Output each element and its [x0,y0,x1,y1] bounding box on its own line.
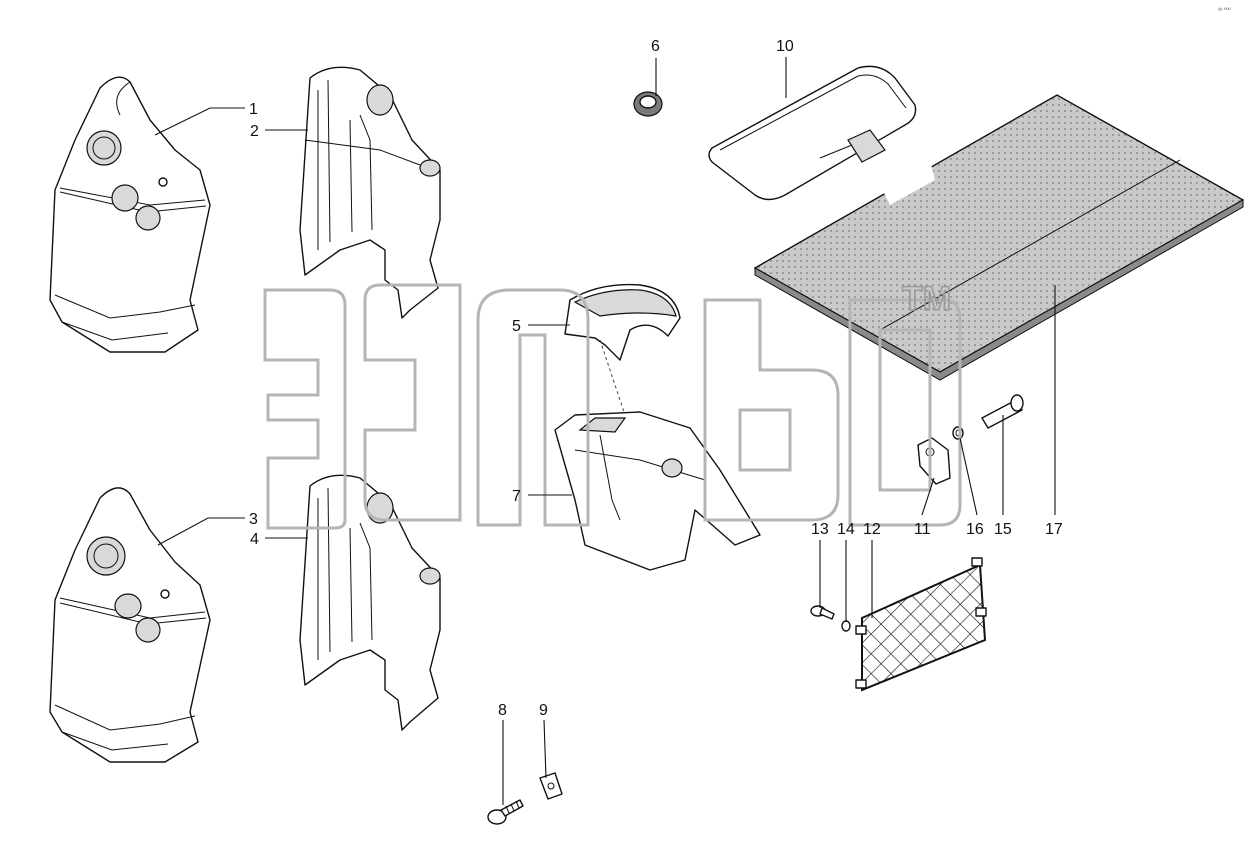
callout-17: 17 [1045,521,1063,538]
callout-2: 2 [250,123,259,140]
leader-16 [959,437,978,516]
part-4-side-panel [299,474,441,731]
callout-15: 15 [994,521,1012,538]
callout-16: 16 [966,521,984,538]
part-6-grommet [633,91,663,117]
part-9-clip-nut [539,772,563,800]
leader-1 [154,107,245,136]
part-14-washer [841,620,851,632]
callout-9: 9 [539,702,548,719]
callout-8: 8 [498,702,507,719]
callout-7: 7 [512,488,521,505]
leader-9 [543,719,547,779]
part-5-cover-cap [564,283,681,416]
part-17-floor-mat [753,94,1245,381]
callout-11: 11 [914,521,931,538]
part-8-screw [487,799,524,825]
leader-lines [154,57,1056,805]
callout-10: 10 [776,38,794,55]
part-13-screw [810,605,835,620]
leader-3 [157,517,245,546]
part-3-console-housing [49,487,211,763]
part-15-bolt [981,394,1024,429]
part-2-side-panel [299,66,441,319]
callout-6: 6 [651,38,660,55]
watermark-logo: TM [263,279,962,530]
part-11-bracket [917,437,951,485]
part-7-tunnel-cover [554,411,761,571]
corner-text: ᵃᵇ ººº [1218,7,1232,14]
callout-14: 14 [837,521,855,538]
callout-13: 13 [811,521,829,538]
callout-numbers: 1 2 3 4 5 6 7 8 9 10 11 12 13 14 15 16 1… [249,38,1063,719]
part-10-sun-visor [708,65,917,201]
callout-3: 3 [249,511,258,528]
part-12-storage-net [855,557,987,692]
part-1-console-housing [49,76,211,353]
leader-11 [921,477,935,516]
callout-4: 4 [250,531,259,548]
trademark-text: TM [902,280,951,318]
callout-12: 12 [863,521,881,538]
callout-5: 5 [512,318,521,335]
callout-1: 1 [249,101,258,118]
